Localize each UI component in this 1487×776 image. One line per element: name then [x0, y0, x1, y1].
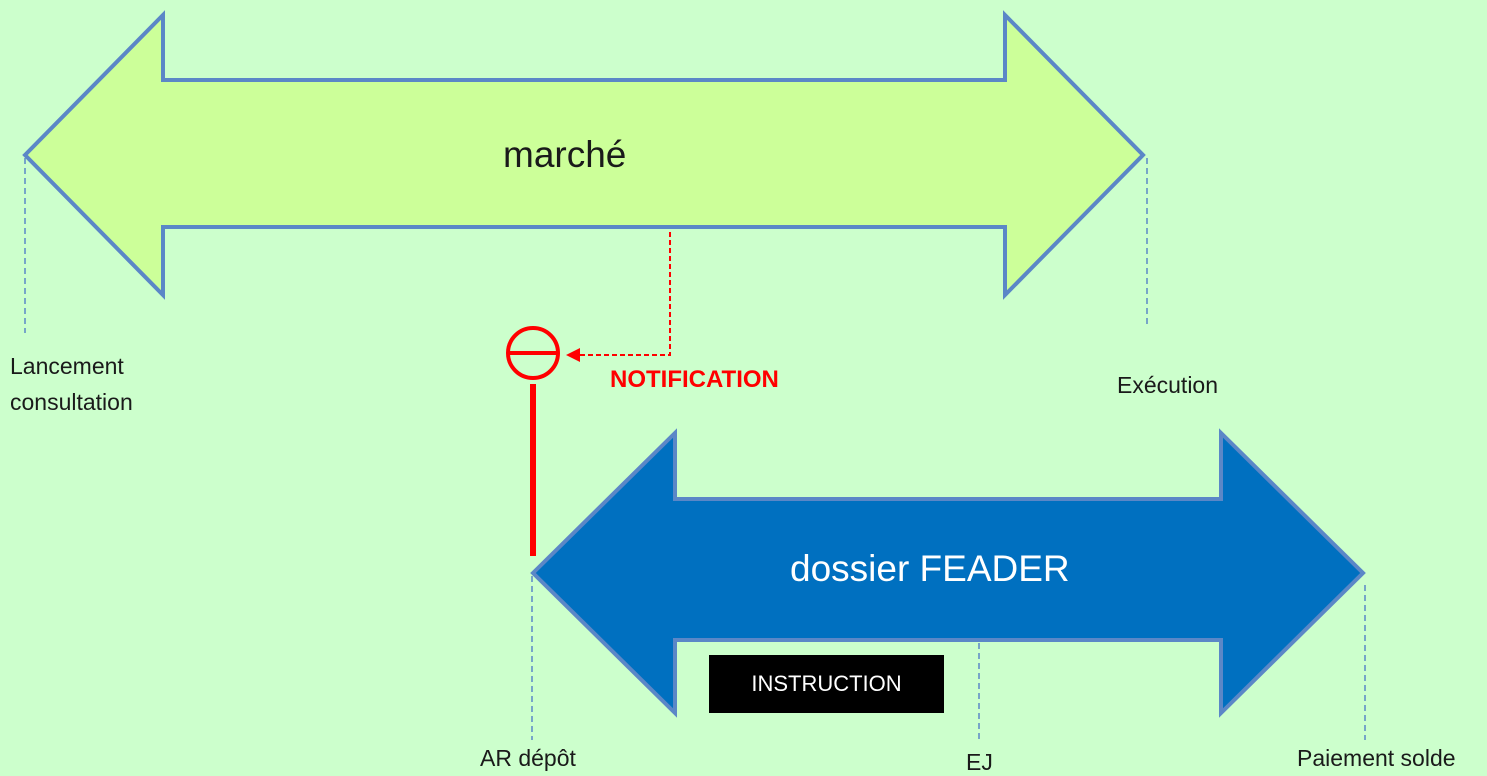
circle-minus-icon — [506, 326, 560, 380]
execution-label: Exécution — [1117, 372, 1219, 398]
ej-label: EJ — [966, 749, 993, 775]
notification-label: NOTIFICATION — [610, 366, 779, 393]
notification-connector — [578, 232, 671, 356]
feader-arrow — [530, 428, 1366, 718]
instruction-label: INSTRUCTION — [751, 671, 902, 696]
instruction-box: INSTRUCTION — [709, 655, 944, 713]
notification-arrowhead — [566, 348, 580, 362]
lancement-label-line1: Lancement — [10, 353, 124, 379]
marche-arrow — [22, 10, 1146, 300]
ar-depot-label: AR dépôt — [480, 745, 576, 771]
lancement-label-line2: consultation — [10, 389, 133, 415]
paiement-label: Paiement solde — [1297, 745, 1456, 771]
feader-arrow-label: dossier FEADER — [790, 548, 1070, 589]
marche-arrow-label: marché — [503, 134, 627, 175]
